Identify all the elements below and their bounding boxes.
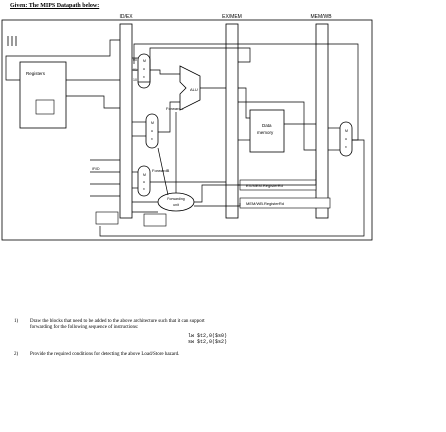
register-bottom-box-1: [95, 211, 119, 225]
alu-label: ALU: [190, 87, 198, 92]
register-file-inner-box: [35, 99, 55, 115]
question-1-text-1: Draw the blocks that need to be added to…: [30, 319, 205, 324]
svg-text:M: M: [345, 129, 348, 133]
stage-label-memwb: MEM/WB: [310, 14, 332, 20]
svg-text:u: u: [143, 180, 145, 184]
svg-text:u: u: [151, 129, 153, 133]
memwb-registerrd-label: MEM/WB.RegisterRd: [246, 201, 284, 206]
svg-text:M: M: [143, 173, 146, 177]
mux-a-in-2: 10: [133, 78, 137, 82]
data-memory-label-1: Data: [262, 123, 272, 128]
pipeline-register-exmem: [225, 23, 239, 219]
forwarding-unit-label-1: Forwarding: [167, 197, 185, 201]
question-2-text-1: Provide the required conditions for dete…: [30, 352, 180, 357]
mux-a-in-0: 00: [133, 58, 137, 62]
question-1-number: 1): [14, 319, 19, 324]
svg-text:u: u: [143, 67, 145, 71]
svg-text:x: x: [143, 187, 145, 191]
register-bottom-box-2: [143, 213, 167, 227]
data-memory: [249, 109, 285, 153]
pipeline-register-memwb: [315, 23, 329, 219]
register-file: [19, 61, 67, 129]
svg-text:M: M: [151, 121, 154, 125]
svg-text:x: x: [345, 145, 347, 149]
question-2: 2) Provide the required conditions for de…: [14, 352, 179, 358]
forward-b-label: ForwardB: [152, 168, 170, 173]
pipeline-register-idex: [119, 23, 133, 219]
stage-label-idex: ID/EX: [119, 14, 133, 20]
forwarding-unit: [157, 192, 195, 212]
ifid-label: IF/ID: [92, 167, 100, 171]
register-file-label: Registers: [26, 71, 46, 76]
instruction-line-1: lw $t2,0($s0): [188, 333, 228, 339]
instruction-code: lw $t2,0($s0) sw $t2,0($s2): [188, 333, 227, 345]
datapath-wires: [5, 39, 365, 237]
datapath-frame: [1, 19, 373, 241]
mux-forward-b: [145, 113, 159, 149]
svg-text:x: x: [143, 75, 145, 79]
instruction-line-2: sw $t2,0($s2): [188, 339, 228, 345]
control-lines: [7, 36, 17, 46]
forward-a-label: ForwardA: [166, 106, 184, 111]
question-1-text-2: forwarding for the following sequence of…: [30, 325, 139, 330]
mux-rd: [137, 165, 151, 197]
svg-text:M: M: [143, 59, 146, 63]
mux-writeback: [339, 121, 353, 157]
exmem-registerrd-label: EX/MEM.RegisterRd: [246, 183, 283, 188]
question-1: 1) Draw the blocks that need to be added …: [14, 319, 205, 331]
svg-text:u: u: [345, 137, 347, 141]
mips-datapath-diagram: ID/EX EX/MEM MEM/WB Registers 00 01 10 M…: [1, 14, 373, 241]
question-2-number: 2): [14, 352, 19, 357]
stage-label-exmem: EX/MEM: [222, 14, 242, 20]
data-memory-label-2: memory: [257, 130, 274, 135]
forwarding-unit-label-2: unit: [173, 203, 179, 207]
svg-text:x: x: [151, 137, 153, 141]
given-heading: Given: The MIPS Datapath below:: [10, 3, 100, 9]
